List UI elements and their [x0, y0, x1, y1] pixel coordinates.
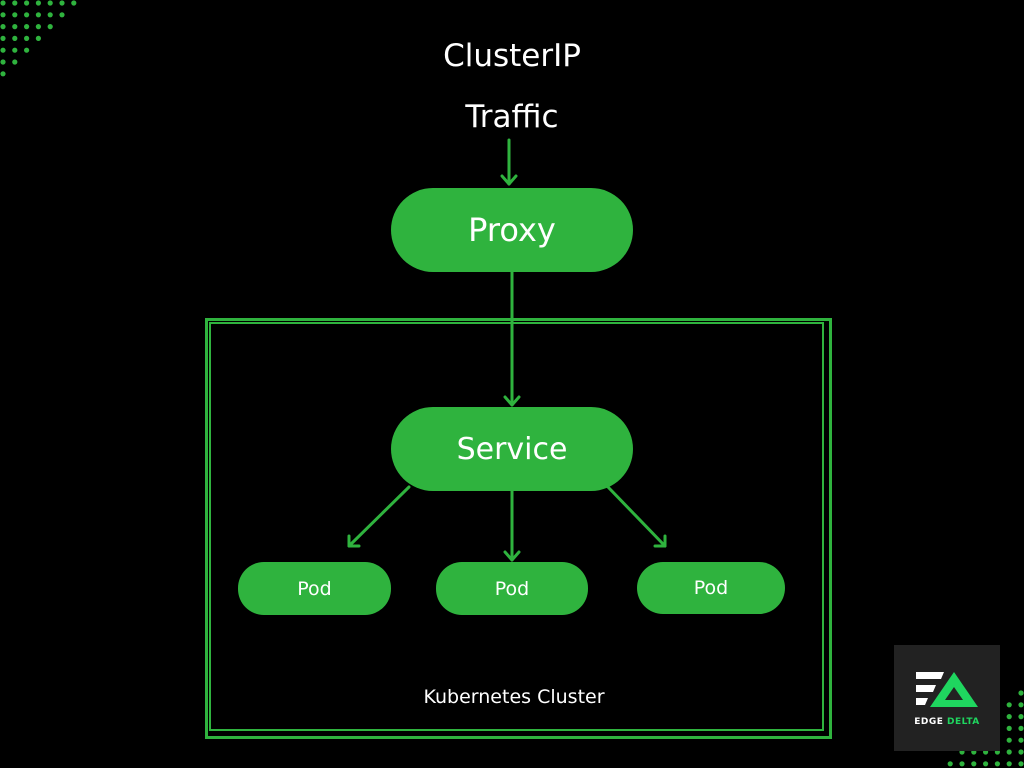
decorative-dot: [35, 35, 42, 42]
decorative-dot: [24, 12, 30, 18]
cluster-label: Kubernetes Cluster: [423, 686, 605, 708]
decorative-dot: [1018, 714, 1024, 720]
decorative-dot: [59, 0, 65, 6]
edge-delta-logo: EDGE DELTA: [894, 645, 1000, 751]
decorative-dot: [1006, 761, 1012, 767]
decorative-dot: [959, 761, 965, 767]
proxy-to-service-arrow: [503, 270, 521, 407]
service-node: Service: [391, 407, 633, 491]
decorative-dot: [47, 12, 53, 18]
decorative-dot: [1018, 761, 1024, 767]
logo-word-delta: DELTA: [947, 717, 980, 727]
pod-node: Pod: [637, 562, 785, 614]
traffic-arrow: [500, 138, 518, 186]
pod-label: Pod: [693, 577, 729, 599]
decorative-dot: [12, 0, 18, 6]
decorative-dot: [983, 761, 989, 767]
decorative-dot: [1006, 749, 1012, 755]
service-to-pod-2-arrow: [503, 488, 521, 562]
decorative-dot: [947, 761, 953, 767]
service-to-pod-1-arrow: [347, 485, 411, 548]
decorative-dot: [24, 47, 30, 53]
pod-node: Pod: [238, 562, 391, 615]
decorative-dot: [0, 12, 6, 18]
decorative-dot: [994, 761, 1001, 767]
decorative-dot: [1018, 702, 1024, 708]
decorative-dot: [59, 12, 65, 18]
pod-label: Pod: [494, 577, 530, 600]
decorative-dot: [1006, 725, 1012, 732]
decorative-dot: [1006, 714, 1012, 720]
decorative-dot: [35, 12, 42, 18]
decorative-dot: [12, 47, 18, 53]
kubernetes-cluster-border: [205, 318, 832, 739]
decorative-dot: [0, 59, 6, 65]
decorative-dot: [12, 35, 18, 42]
proxy-node: Proxy: [391, 188, 633, 272]
decorative-dot: [0, 24, 6, 30]
decorative-dot: [24, 35, 30, 42]
decorative-dot: [35, 24, 42, 30]
decorative-dot: [12, 24, 18, 30]
decorative-dot: [24, 24, 30, 30]
traffic-label: Traffic: [465, 99, 559, 135]
decorative-dot: [1018, 725, 1024, 732]
logo-word-edge: EDGE: [914, 717, 944, 727]
service-label: Service: [456, 431, 568, 467]
decorative-dot: [0, 71, 6, 77]
kubernetes-cluster-inner-border: [209, 322, 824, 731]
decorative-dot: [24, 0, 30, 6]
diagram-title: ClusterIP: [443, 38, 581, 74]
decorative-dot: [971, 761, 977, 767]
decorative-dot: [35, 0, 42, 6]
decorative-dot: [1018, 749, 1024, 755]
decorative-dot: [1018, 690, 1024, 696]
decorative-dot: [12, 12, 18, 18]
decorative-dot: [1006, 737, 1012, 743]
pod-node: Pod: [436, 562, 588, 615]
decorative-dot: [1018, 737, 1024, 743]
proxy-label: Proxy: [468, 211, 556, 249]
service-to-pod-3-arrow: [606, 485, 667, 548]
decorative-dot: [71, 0, 77, 6]
decorative-dot: [0, 35, 6, 42]
decorative-dot: [0, 47, 6, 53]
edge-delta-logo-icon: [916, 672, 978, 707]
decorative-dot: [0, 0, 6, 6]
decorative-dot: [12, 59, 18, 65]
decorative-dot: [47, 24, 53, 30]
decorative-dot: [47, 0, 53, 6]
pod-label: Pod: [297, 577, 332, 600]
decorative-dot: [1006, 702, 1012, 708]
